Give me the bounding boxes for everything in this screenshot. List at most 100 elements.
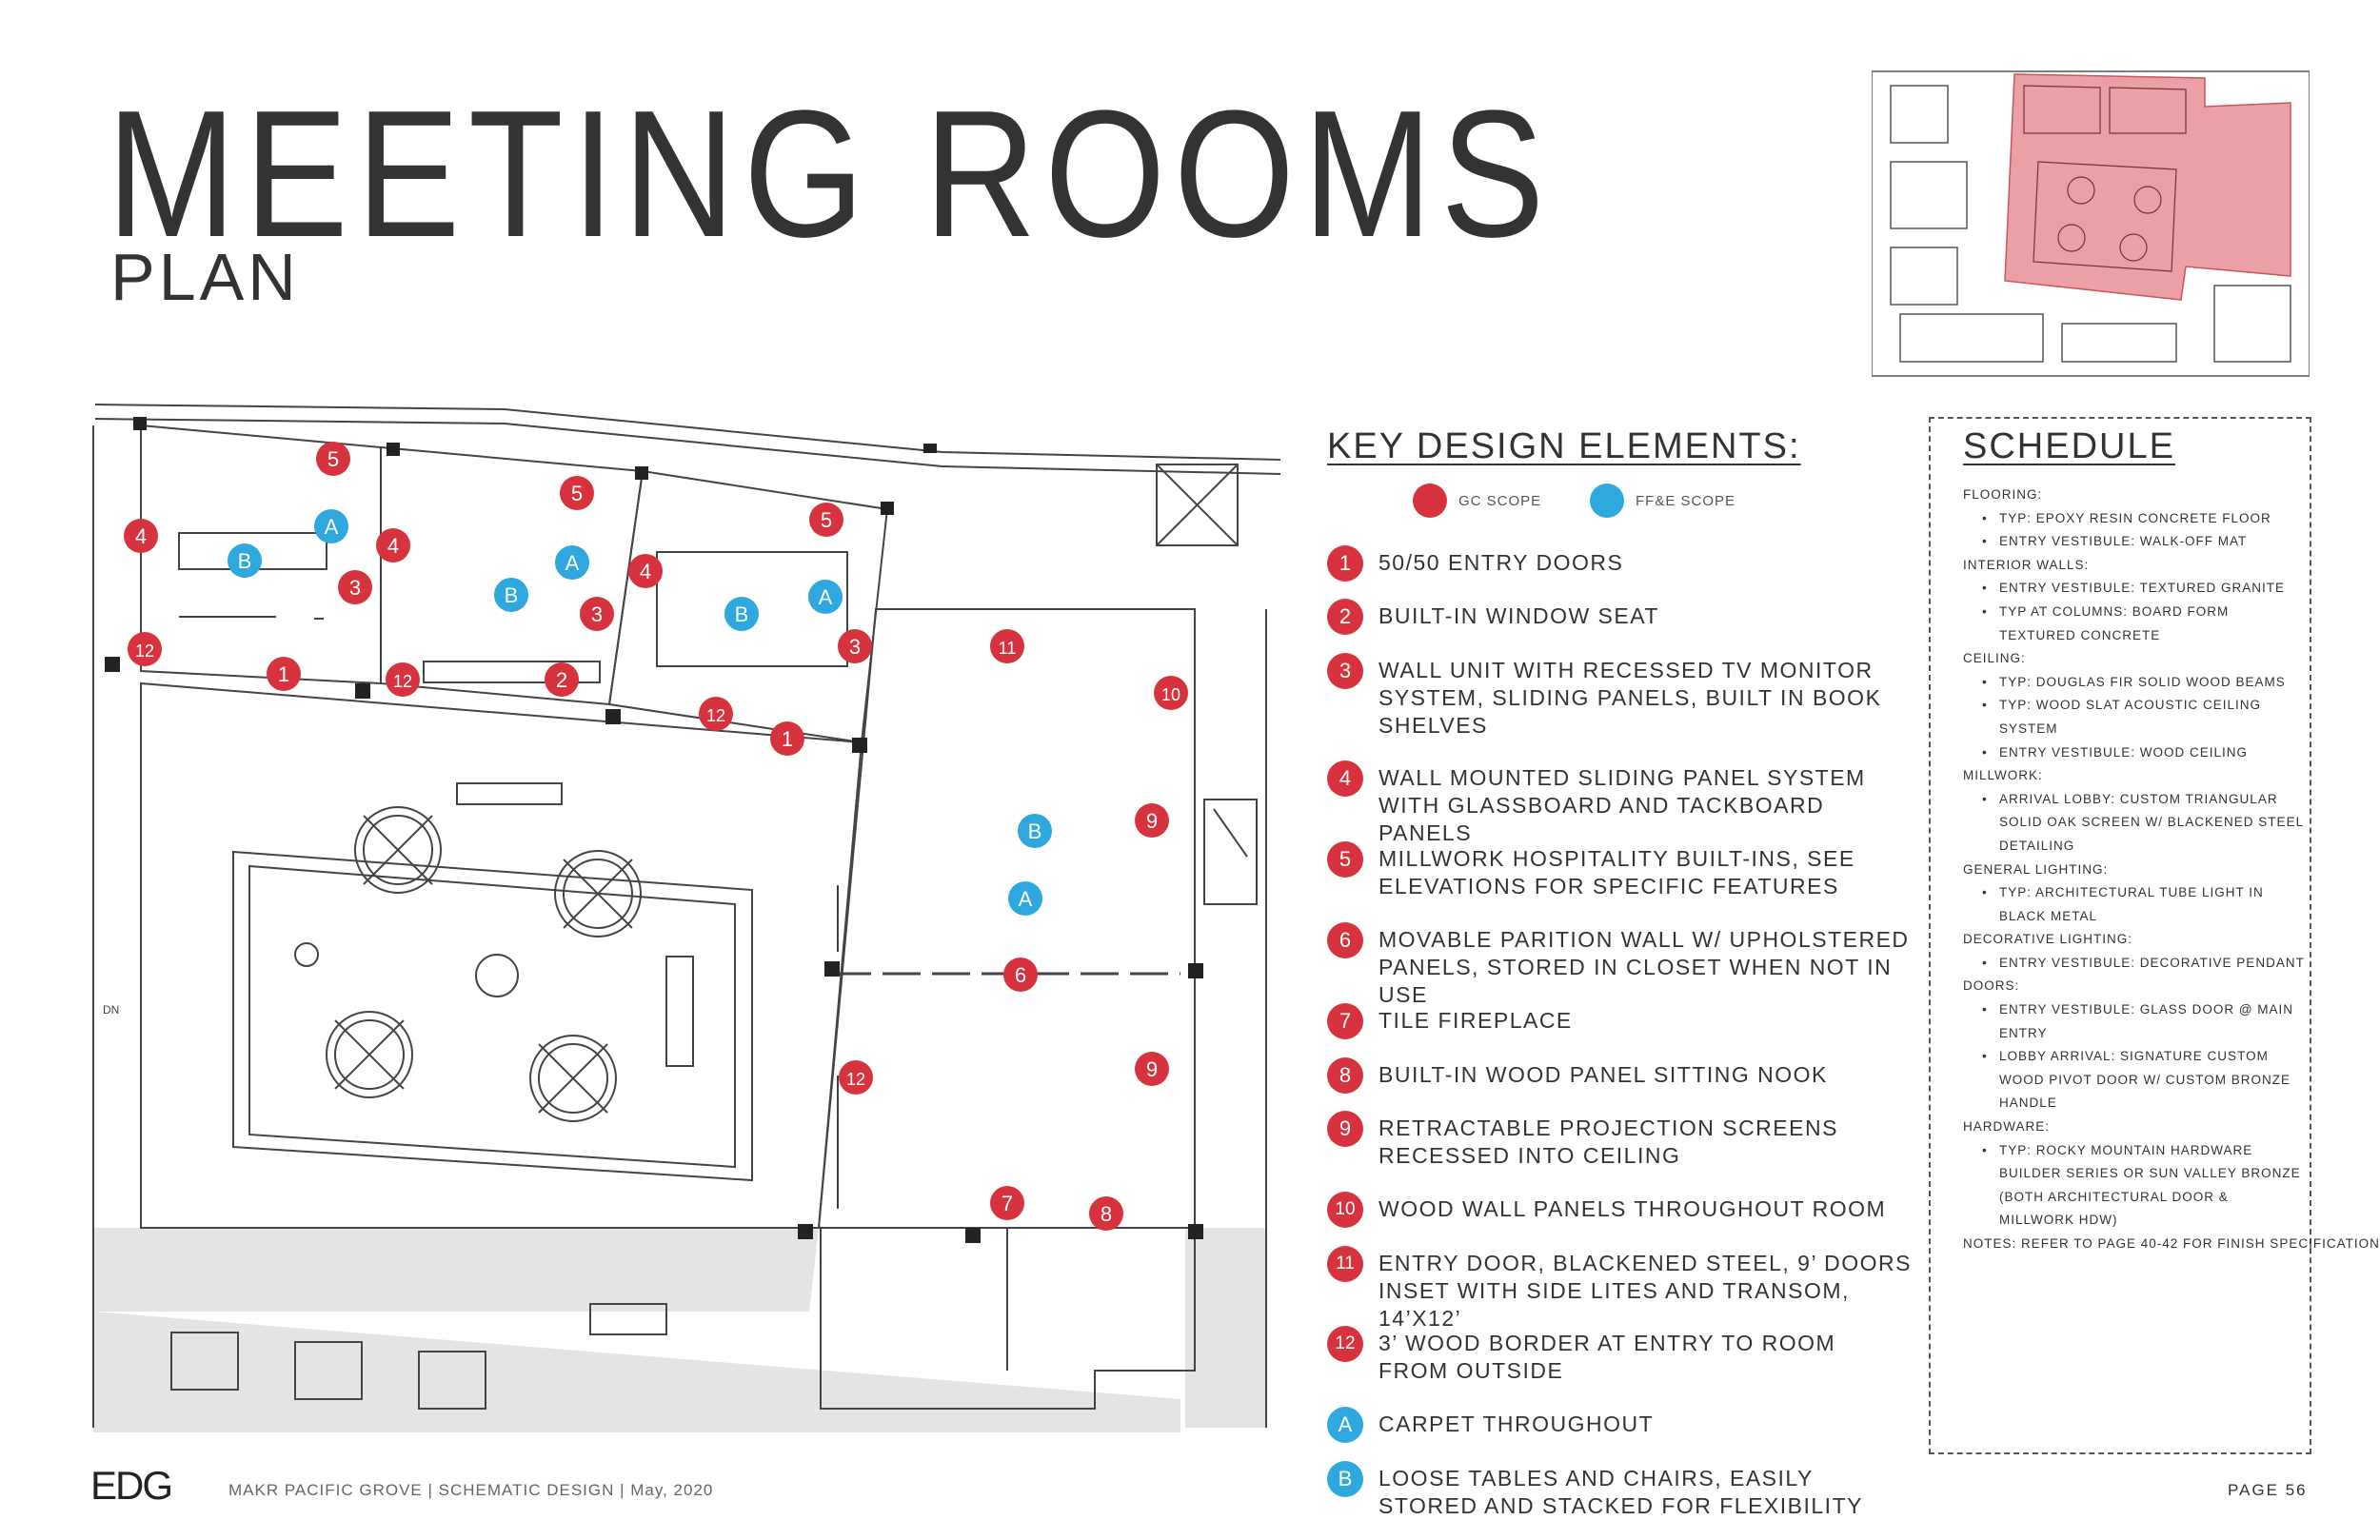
badge-4: 4	[1327, 760, 1363, 797]
plan-marker-label: 5	[327, 447, 339, 471]
entry-vestibules	[170, 1332, 486, 1410]
lobby-canopy-ne	[354, 806, 442, 894]
plan-marker-dot	[699, 697, 733, 731]
badge-3: 3	[1327, 653, 1363, 689]
plan-marker-5: 5	[316, 442, 350, 476]
lobby-carpet	[232, 850, 753, 1182]
badge-12: 12	[1327, 1326, 1363, 1362]
schedule-category: CEILING:	[1963, 651, 2026, 666]
plan-marker-8: 8	[1089, 1196, 1123, 1231]
plan-marker-dot	[628, 554, 663, 588]
key-item-text: WALL UNIT WITH RECESSED TV MONITOR SYSTE…	[1378, 658, 1882, 738]
plan-marker-dot	[128, 632, 162, 666]
schedule-category: DOORS:	[1963, 978, 2020, 994]
schedule-category: MILLWORK:	[1963, 768, 2043, 783]
plan-marker-dot	[316, 442, 350, 476]
plan-marker-dot	[124, 519, 158, 553]
schedule-item: ENTRY VESTIBULE: WALK-OFF MAT	[1963, 530, 2306, 554]
plan-marker-2: 2	[545, 662, 579, 697]
exterior-paving	[93, 1228, 819, 1312]
plan-marker-label: 10	[1161, 685, 1180, 704]
key-item-text: ENTRY DOOR, BLACKENED STEEL, 9’ DOORS IN…	[1378, 1251, 1912, 1331]
key-item-text: WALL MOUNTED SLIDING PANEL SYSTEM WITH G…	[1378, 765, 1866, 845]
plan-marker-b: B	[1018, 814, 1052, 848]
plan-marker-10: 10	[1154, 676, 1188, 710]
stair	[1203, 799, 1258, 905]
plan-marker-label: 1	[278, 662, 289, 686]
plan-marker-dot	[267, 657, 301, 691]
schedule-category: INTERIOR WALLS:	[1963, 557, 2090, 572]
badge-2: 2	[1327, 599, 1363, 635]
plan-marker-3: 3	[338, 570, 372, 604]
plan-marker-label: 2	[556, 668, 567, 692]
schedule-category: GENERAL LIGHTING:	[1963, 861, 2109, 877]
schedule-item: TYP: DOUGLAS FIR SOLID WOOD BEAMS	[1963, 671, 2306, 695]
plan-marker-dot	[1018, 814, 1052, 848]
exterior-wall-top	[94, 404, 1281, 461]
exterior-paving-lower	[93, 1312, 1180, 1432]
gc-scope-label: GC SCOPE	[1458, 493, 1542, 509]
plan-marker-dot	[545, 662, 579, 697]
bench-south	[589, 1303, 667, 1335]
gc-scope-swatch	[1413, 484, 1447, 518]
badge-9: 9	[1327, 1111, 1363, 1147]
plan-marker-dot	[494, 578, 528, 612]
ffe-scope-label: FF&E SCOPE	[1636, 493, 1736, 509]
plan-marker-label: 9	[1146, 809, 1158, 833]
plan-marker-a: A	[808, 580, 843, 614]
plan-marker-label: A	[325, 515, 339, 539]
plan-marker-label: 11	[999, 639, 1017, 658]
plan-marker-dot	[1008, 881, 1042, 916]
key-plan	[1872, 70, 2310, 377]
key-item-text: MOVABLE PARITION WALL W/ UPHOLSTERED PAN…	[1378, 927, 1910, 1007]
plan-marker-label: 3	[849, 635, 861, 659]
plan-marker-label: A	[819, 585, 833, 609]
plan-marker-12: 12	[128, 632, 162, 666]
exterior-paving-right	[1185, 1228, 1266, 1428]
room-2-outline	[380, 445, 645, 706]
plan-marker-label: 12	[706, 706, 725, 725]
key-item-text: BUILT-IN WINDOW SEAT	[1378, 603, 1659, 628]
key-item-text: 3’ WOOD BORDER AT ENTRY TO ROOM FROM OUT…	[1378, 1331, 1836, 1383]
plan-marker-label: 12	[135, 642, 154, 661]
schedule-item: TYP: ARCHITECTURAL TUBE LIGHT IN BLACK M…	[1963, 881, 2306, 928]
plan-marker-dot	[838, 629, 872, 663]
plan-marker-label: 3	[591, 602, 603, 626]
badge-6: 6	[1327, 922, 1363, 958]
schedule-item: TYP: ROCKY MOUNTAIN HARDWARE BUILDER SER…	[1963, 1139, 2306, 1233]
schedule-item: TYP AT COLUMNS: BOARD FORM TEXTURED CONC…	[1963, 601, 2306, 647]
plan-marker-1: 1	[267, 657, 301, 691]
plan-marker-9: 9	[1135, 1052, 1169, 1086]
banquette	[665, 956, 694, 1067]
plan-marker-b: B	[494, 578, 528, 612]
key-design-heading: KEY DESIGN ELEMENTS:	[1327, 426, 1801, 466]
key-item-text: BUILT-IN WOOD PANEL SITTING NOOK	[1378, 1062, 1828, 1087]
dn-label: DN	[103, 1003, 119, 1017]
badge-10: 10	[1327, 1192, 1363, 1228]
badge-8: 8	[1327, 1057, 1363, 1094]
large-room-outline	[817, 608, 1196, 1229]
page-number: PAGE 56	[2228, 1481, 2308, 1499]
elevator-box	[1156, 464, 1239, 546]
room-3-desks	[656, 551, 848, 667]
lobby-canopy-sw	[326, 1011, 413, 1098]
lobby-canopy-nw	[554, 850, 642, 938]
schedule-category: NOTES: REFER TO PAGE 40-42 FOR FINISH SP…	[1963, 1236, 2380, 1251]
badge-1: 1	[1327, 545, 1363, 582]
plan-marker-3: 3	[838, 629, 872, 663]
plan-marker-dot	[724, 597, 759, 631]
key-item-text: LOOSE TABLES AND CHAIRS, EASILY STORED A…	[1378, 1466, 1863, 1518]
plan-marker-dot	[1154, 676, 1188, 710]
footer-project-text: MAKR PACIFIC GROVE | SCHEMATIC DESIGN | …	[228, 1481, 714, 1499]
plan-marker-dot	[808, 580, 843, 614]
plan-marker-dot	[386, 662, 420, 697]
schedule-heading: SCHEDULE	[1963, 426, 2175, 466]
schedule-category: FLOORING:	[1963, 487, 2043, 502]
edg-logo: EDG	[90, 1463, 173, 1508]
key-item-text: CARPET THROUGHOUT	[1378, 1412, 1655, 1436]
plan-marker-dot	[228, 543, 262, 578]
plan-marker-label: B	[735, 602, 749, 626]
plan-marker-a: A	[314, 509, 348, 543]
